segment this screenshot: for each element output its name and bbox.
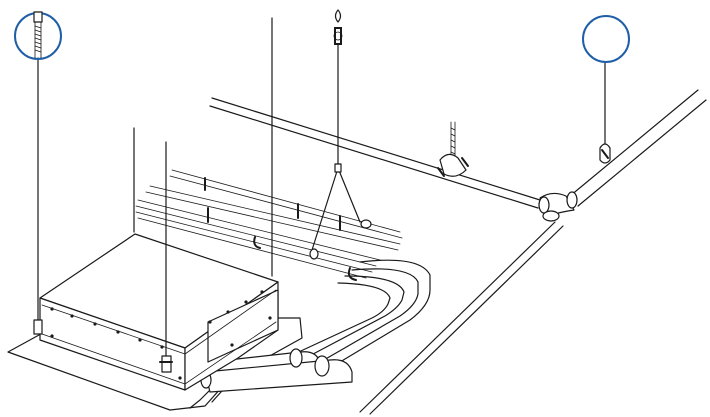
pipe-clamp-icon (437, 121, 469, 177)
ceiling-unit (39, 233, 279, 391)
threaded-rod-detail-icon (14, 11, 62, 60)
pipe-elbow-fitting (538, 191, 578, 222)
suspension-rods (37, 17, 606, 371)
right-pipe-hanger (599, 143, 611, 164)
insulated-pipes (200, 348, 353, 393)
main-pipe-run (209, 89, 707, 415)
rod-fasteners (33, 319, 173, 373)
unit-rivets (50, 290, 272, 380)
wire-rope-hanger-icon (309, 9, 372, 260)
empty-detail-callout-icon (582, 15, 630, 63)
